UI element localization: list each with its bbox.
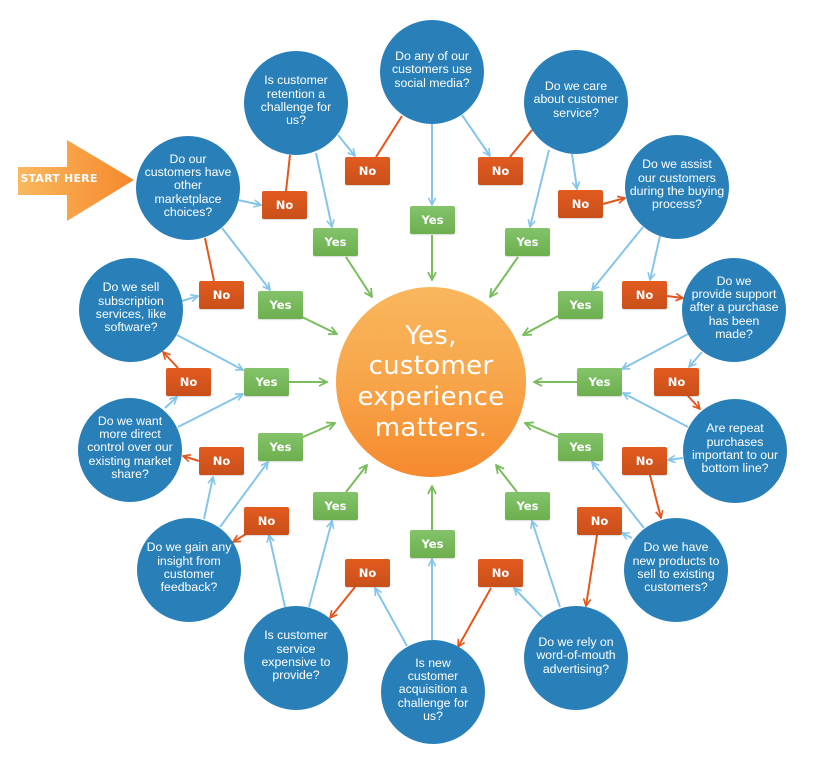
connector-no-q8-to-q9 bbox=[586, 534, 598, 606]
connector-yes-k-to-outcome bbox=[302, 423, 335, 438]
connector-q6-to-yes bbox=[622, 333, 689, 370]
connector-q2-to-yes bbox=[315, 152, 332, 227]
connector-no-q12-to-q13 bbox=[183, 456, 200, 461]
no-box: No bbox=[622, 447, 667, 475]
yes-box: Yes bbox=[505, 228, 550, 256]
no-box: No bbox=[478, 157, 523, 185]
connector-q6-to-no bbox=[689, 351, 703, 367]
no-box: No bbox=[622, 281, 667, 309]
yes-box: Yes bbox=[244, 368, 289, 396]
connector-no-q7-to-q8 bbox=[649, 474, 661, 518]
yes-box: Yes bbox=[577, 368, 622, 396]
connector-no-q9-to-q10 bbox=[458, 587, 492, 647]
no-box: No bbox=[345, 157, 390, 185]
yes-box: Yes bbox=[410, 206, 455, 234]
connector-q8-to-yes bbox=[592, 462, 645, 529]
yes-box: Yes bbox=[313, 228, 358, 256]
connector-q5-to-yes bbox=[592, 226, 644, 290]
yes-box: Yes bbox=[258, 433, 303, 461]
outcome-circle: Yes, customer experience matters. bbox=[336, 287, 526, 477]
question-service-expensive: Is customer service expensive to provide… bbox=[244, 606, 348, 710]
question-repeat-purchases: Are repeat purchases important to our bo… bbox=[683, 399, 787, 503]
yes-box: Yes bbox=[558, 433, 603, 461]
connector-no-q2-to-q3 bbox=[375, 115, 403, 158]
connector-q11-to-no bbox=[269, 535, 286, 608]
connector-q13-to-no bbox=[164, 397, 177, 409]
question-customer-feedback: Do we gain any insight from customer fee… bbox=[137, 518, 241, 622]
no-box: No bbox=[199, 281, 244, 309]
connector-no-q11-to-q12 bbox=[233, 533, 247, 542]
connector-q14-to-no bbox=[181, 296, 198, 301]
connector-no-q14-to-q1 bbox=[204, 237, 215, 282]
connector-no-q13-to-q14 bbox=[163, 352, 179, 369]
no-box: No bbox=[558, 190, 603, 218]
connector-q8-to-no bbox=[622, 532, 633, 538]
no-box: No bbox=[345, 559, 390, 587]
yes-box: Yes bbox=[410, 530, 455, 558]
yes-box: Yes bbox=[313, 492, 358, 520]
connector-no-q3-to-q4 bbox=[509, 129, 533, 158]
question-subscription-services: Do we sell subscription services, like s… bbox=[79, 258, 183, 362]
no-box: No bbox=[654, 368, 699, 396]
no-box: No bbox=[166, 368, 211, 396]
connector-yes-a-to-outcome bbox=[301, 316, 337, 334]
question-customer-acquisition: Is new customer acquisition a challenge … bbox=[381, 640, 485, 744]
no-box: No bbox=[244, 507, 289, 535]
no-box: No bbox=[262, 191, 307, 219]
connector-no-q1-to-q2 bbox=[285, 154, 291, 192]
yes-box: Yes bbox=[258, 291, 303, 319]
question-word-of-mouth: Do we rely on word-of-mouth advertising? bbox=[524, 606, 628, 710]
connector-yes-g-to-outcome bbox=[525, 423, 559, 438]
connector-q11-to-yes bbox=[308, 521, 332, 608]
connector-q4-to-no bbox=[571, 153, 577, 189]
question-assist-buying-process: Do we assist our customers during the bu… bbox=[625, 135, 729, 239]
question-new-products: Do we have new products to sell to exist… bbox=[624, 518, 728, 622]
connector-yes-b-to-outcome bbox=[345, 256, 372, 297]
connector-q1-to-no bbox=[237, 199, 261, 205]
question-market-share-control: Do we want more direct control over our … bbox=[78, 398, 182, 502]
connector-yes-j-to-outcome bbox=[345, 465, 367, 493]
connector-q14-to-yes bbox=[176, 334, 243, 371]
connector-q10-to-no bbox=[374, 588, 408, 647]
start-here-arrow-icon bbox=[18, 140, 134, 221]
yes-box: Yes bbox=[558, 291, 603, 319]
connector-yes-h-to-outcome bbox=[496, 465, 518, 493]
connector-q3-to-no bbox=[461, 114, 490, 156]
question-marketplace-choices: Do our customers have other marketplace … bbox=[136, 136, 240, 240]
connector-no-q5-to-q6 bbox=[666, 296, 683, 298]
no-box: No bbox=[478, 559, 523, 587]
connector-no-q6-to-q7 bbox=[687, 395, 700, 409]
yes-box: Yes bbox=[505, 492, 550, 520]
connector-q7-to-no bbox=[668, 458, 684, 460]
start-here-label: START HERE bbox=[20, 172, 98, 185]
question-post-purchase-support: Do we provide support after a purchase h… bbox=[682, 258, 786, 362]
connector-q7-to-yes bbox=[623, 392, 689, 428]
connector-q12-to-yes bbox=[219, 462, 268, 528]
no-box: No bbox=[577, 507, 622, 535]
connector-q9-to-yes bbox=[532, 521, 561, 608]
connector-no-q10-to-q11 bbox=[330, 586, 356, 618]
connector-yes-d-to-outcome bbox=[490, 256, 519, 297]
connector-q12-to-no bbox=[203, 477, 213, 520]
connector-q4-to-yes bbox=[530, 149, 550, 227]
connector-q9-to-no bbox=[514, 588, 543, 618]
connector-no-q4-to-q5 bbox=[602, 198, 625, 205]
connector-yes-e-to-outcome bbox=[523, 315, 559, 335]
connector-q13-to-yes bbox=[177, 393, 243, 428]
connector-q1-to-yes bbox=[221, 227, 270, 290]
question-care-customer-service: Do we care about customer service? bbox=[524, 50, 628, 154]
question-social-media: Do any of our customers use social media… bbox=[380, 20, 484, 124]
connector-q2-to-no bbox=[337, 134, 355, 156]
connector-q5-to-no bbox=[650, 235, 661, 280]
no-box: No bbox=[199, 447, 244, 475]
question-customer-retention: Is customer retention a challenge for us… bbox=[244, 51, 348, 155]
